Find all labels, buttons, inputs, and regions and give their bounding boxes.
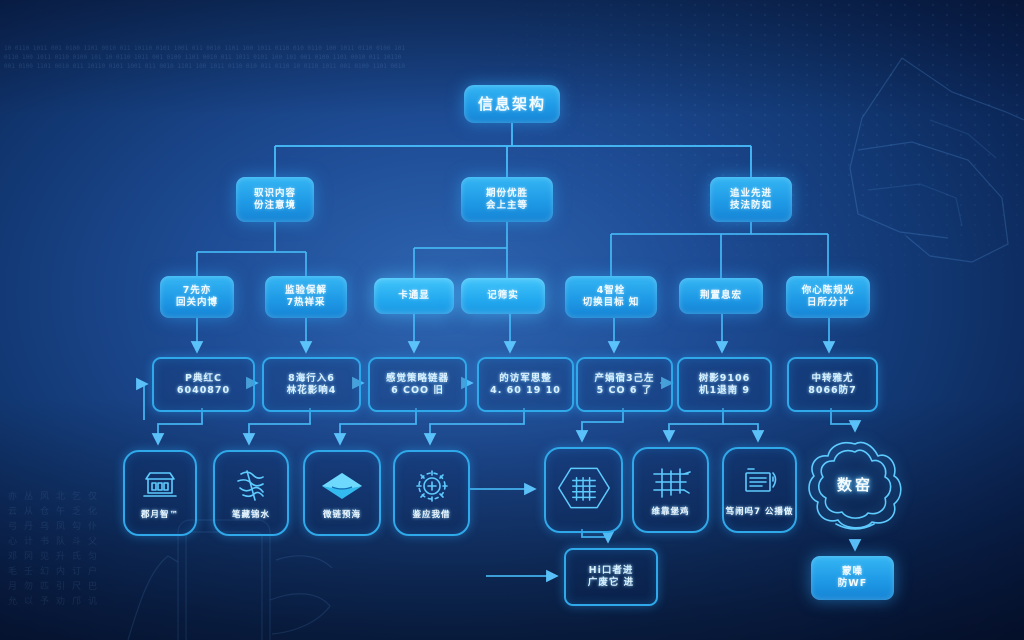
icon-label: 笃闹吗7 公播做 (725, 506, 794, 517)
branch-node-3: 追业先进 技法防如 (710, 177, 792, 222)
process-box-3: 感觉策略链器 6 COO 旧 (368, 357, 467, 412)
node-line: 追业先进 (729, 187, 772, 199)
bottom-box-2: 蒙噪 防WF (811, 556, 894, 600)
node-line: 5 CO 6 了 (596, 384, 653, 396)
background-glyph-matrix: 亦丛风北乞仅 云从仓午乏化 弓丹乌凤勾仆 心计书队斗父 邓冈见升氏匀 毛壬幻内订… (8, 492, 105, 607)
process-box-4: 的访军思整 4. 60 19 10 (477, 357, 574, 412)
node-line: 感觉策略链器 (385, 372, 449, 384)
brain-shape: 数窑 (802, 436, 908, 548)
node-line: 卡通显 (398, 290, 430, 301)
process-box-6: 树影9106 机1退南 9 (677, 357, 772, 412)
code-row: 10 0110 1011 001 0100 1101 0010 011 1011… (4, 45, 405, 52)
leaf-node-6: 荆置息宏 (679, 278, 763, 314)
icon-box-4: 鉴应我借 (393, 450, 470, 536)
dot-grid-pattern (464, 0, 1024, 300)
node-line: 份注意境 (253, 199, 296, 211)
node-line: 8066防7 (808, 384, 857, 396)
gear-icon (414, 467, 450, 505)
brain-label: 数窑 (836, 476, 873, 494)
icon-box-6: 维靠堡鸡 (632, 447, 709, 533)
code-row: 001 0100 1101 0010 011 10110 0101 1001 0… (4, 63, 405, 70)
node-line: 期份优胜 (485, 187, 528, 199)
node-line: 驭识内容 (253, 187, 296, 199)
node-line: 4. 60 19 10 (490, 384, 561, 396)
node-line: 机1退南 9 (698, 384, 751, 396)
node-line: 4智栓 (596, 285, 626, 296)
icon-box-5 (544, 447, 623, 533)
branch-node-1: 驭识内容 份注意境 (236, 177, 314, 222)
node-line: 监验保解 (284, 285, 327, 296)
icon-label: 郡月智™ (140, 509, 179, 520)
node-line: 荆置息宏 (699, 290, 742, 301)
code-row: 0110 100 1011 0110 0100 101 10 0110 1011… (4, 54, 402, 61)
calligraphy-icon (233, 467, 269, 505)
node-line: 技法防如 (729, 199, 772, 211)
node-line: 回关内博 (175, 297, 218, 308)
root-node-label: 信息架构 (477, 95, 546, 113)
node-line: 7热祥采 (286, 297, 326, 308)
icon-label: 微链预海 (322, 509, 361, 520)
node-line: 切换目标 知 (582, 297, 640, 308)
process-box-1: P典红C 6040870 (152, 357, 255, 412)
process-box-7: 中转雅尤 8066防7 (787, 357, 878, 412)
process-box-2: 8海行入6 林花影响4 (262, 357, 361, 412)
icon-box-7: 笃闹吗7 公播做 (722, 447, 797, 533)
hexagon-grid-icon (556, 467, 612, 508)
icon-box-2: 笔藏锦水 (213, 450, 289, 536)
node-line: 的访军思整 (499, 372, 552, 384)
node-line: 记筛实 (487, 290, 519, 301)
node-line: 中转雅尤 (811, 372, 854, 384)
bottom-box-1: Hi口者进 广废它 进 (564, 548, 658, 606)
node-line: 7先亦 (182, 285, 212, 296)
node-line: 广废它 进 (587, 577, 635, 588)
node-line: 林花影响4 (286, 384, 337, 396)
background-code-text: 10 0110 1011 001 0100 1101 0010 011 1011… (4, 44, 764, 71)
icon-box-1: 郡月智™ (123, 450, 197, 536)
node-line: 6040870 (176, 384, 231, 396)
branch-node-2: 期份优胜 会上主等 (461, 177, 553, 222)
icon-label: 维靠堡鸡 (651, 506, 690, 517)
node-line: 蒙噪 (841, 566, 863, 577)
node-line: 会上主等 (485, 199, 528, 211)
node-line: 你心陈规光 (801, 285, 855, 296)
icon-label: 笔藏锦水 (231, 509, 270, 520)
node-line: Hi口者进 (588, 565, 634, 576)
root-node: 信息架构 (464, 85, 560, 123)
node-line: 树影9106 (698, 372, 751, 384)
building-icon (141, 467, 179, 505)
process-box-5: 产娟宿3己左 5 CO 6 了 (576, 357, 673, 412)
leaf-node-3: 卡通显 (374, 278, 454, 314)
diamond-icon (320, 467, 364, 505)
document-icon (740, 464, 780, 502)
node-line: 8海行入6 (288, 372, 335, 384)
icon-box-3: 微链预海 (303, 450, 381, 536)
leaf-node-1: 7先亦 回关内博 (160, 276, 234, 318)
icon-label: 鉴应我借 (412, 509, 451, 520)
leaf-node-2: 监验保解 7热祥采 (265, 276, 347, 318)
node-line: 产娟宿3己左 (594, 372, 655, 384)
hand-phone-wireframe-icon (127, 519, 333, 640)
leaf-node-5: 4智栓 切换目标 知 (565, 276, 657, 318)
leaf-node-7: 你心陈规光 日所分计 (786, 276, 870, 318)
node-line: 日所分计 (806, 297, 849, 308)
node-line: 6 COO 旧 (391, 384, 444, 396)
table-grid-icon (650, 464, 692, 502)
node-line: P典红C (185, 372, 222, 384)
leaf-node-4: 记筛实 (461, 278, 545, 314)
car-wireframe-icon (849, 57, 1024, 263)
node-line: 防WF (837, 578, 868, 589)
